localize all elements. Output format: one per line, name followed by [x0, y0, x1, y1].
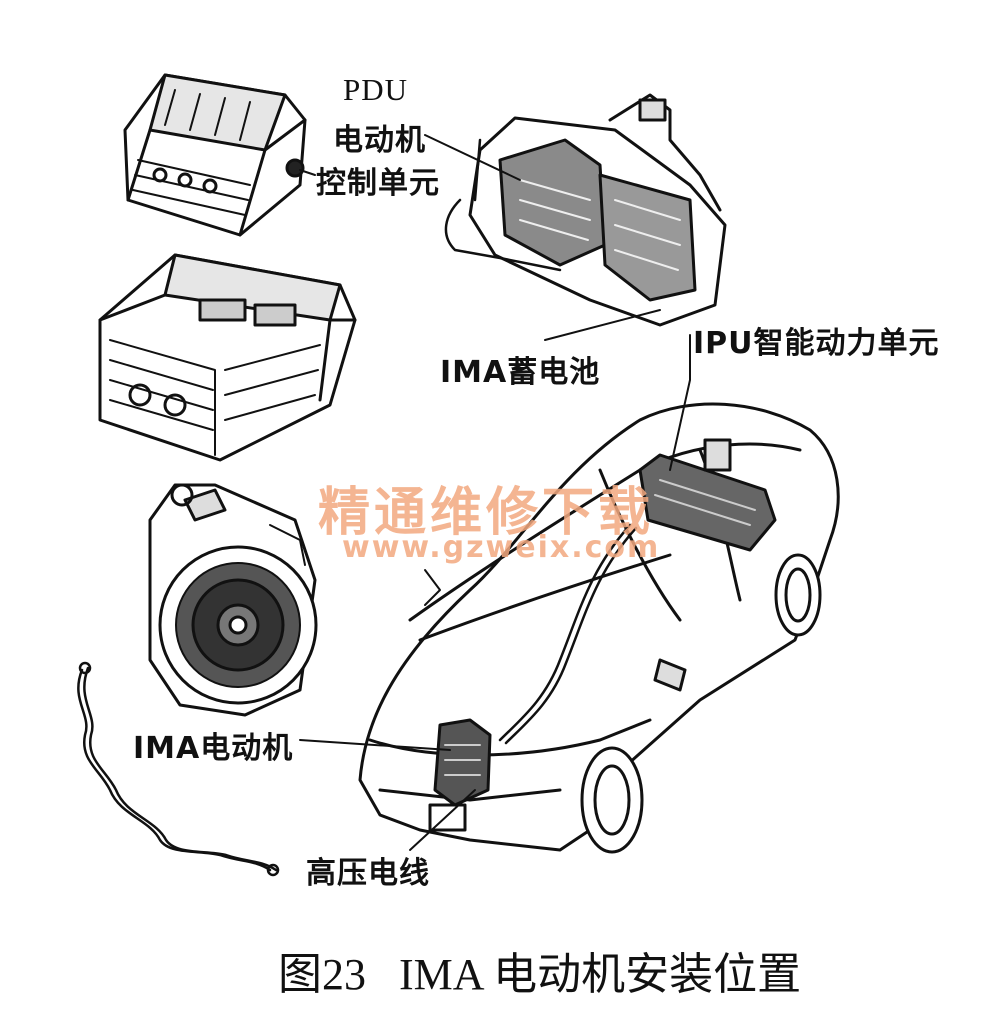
ipu-battery-drawing: [444, 93, 727, 327]
figure-caption: 图23 IMA 电动机安装位置: [278, 938, 801, 1002]
car-drawing: [358, 402, 840, 854]
caption-text: IMA 电动机安装位置: [399, 950, 802, 999]
label-hv-cable: 高压电线: [306, 856, 430, 891]
watermark-text: 精通维修下载: [318, 483, 655, 543]
label-ipu: IPU智能动力单元: [693, 326, 940, 361]
watermark-url: www.gzweix.com: [342, 530, 661, 565]
label-pdu: PDU: [343, 72, 409, 107]
ima-motor-drawing: [148, 483, 318, 717]
label-pdu-cn-line1: 电动机: [333, 123, 426, 158]
inverter-unit-drawing: [98, 253, 357, 462]
hv-cable-drawing: [77, 661, 280, 877]
label-ima-motor: IMA电动机: [133, 731, 294, 766]
pdu-unit-drawing: [123, 73, 307, 237]
caption-number: 图23: [278, 950, 366, 999]
label-ima-battery: IMA蓄电池: [440, 355, 601, 390]
label-pdu-cn-line2: 控制单元: [316, 166, 440, 201]
leader-lines: [299, 134, 691, 851]
